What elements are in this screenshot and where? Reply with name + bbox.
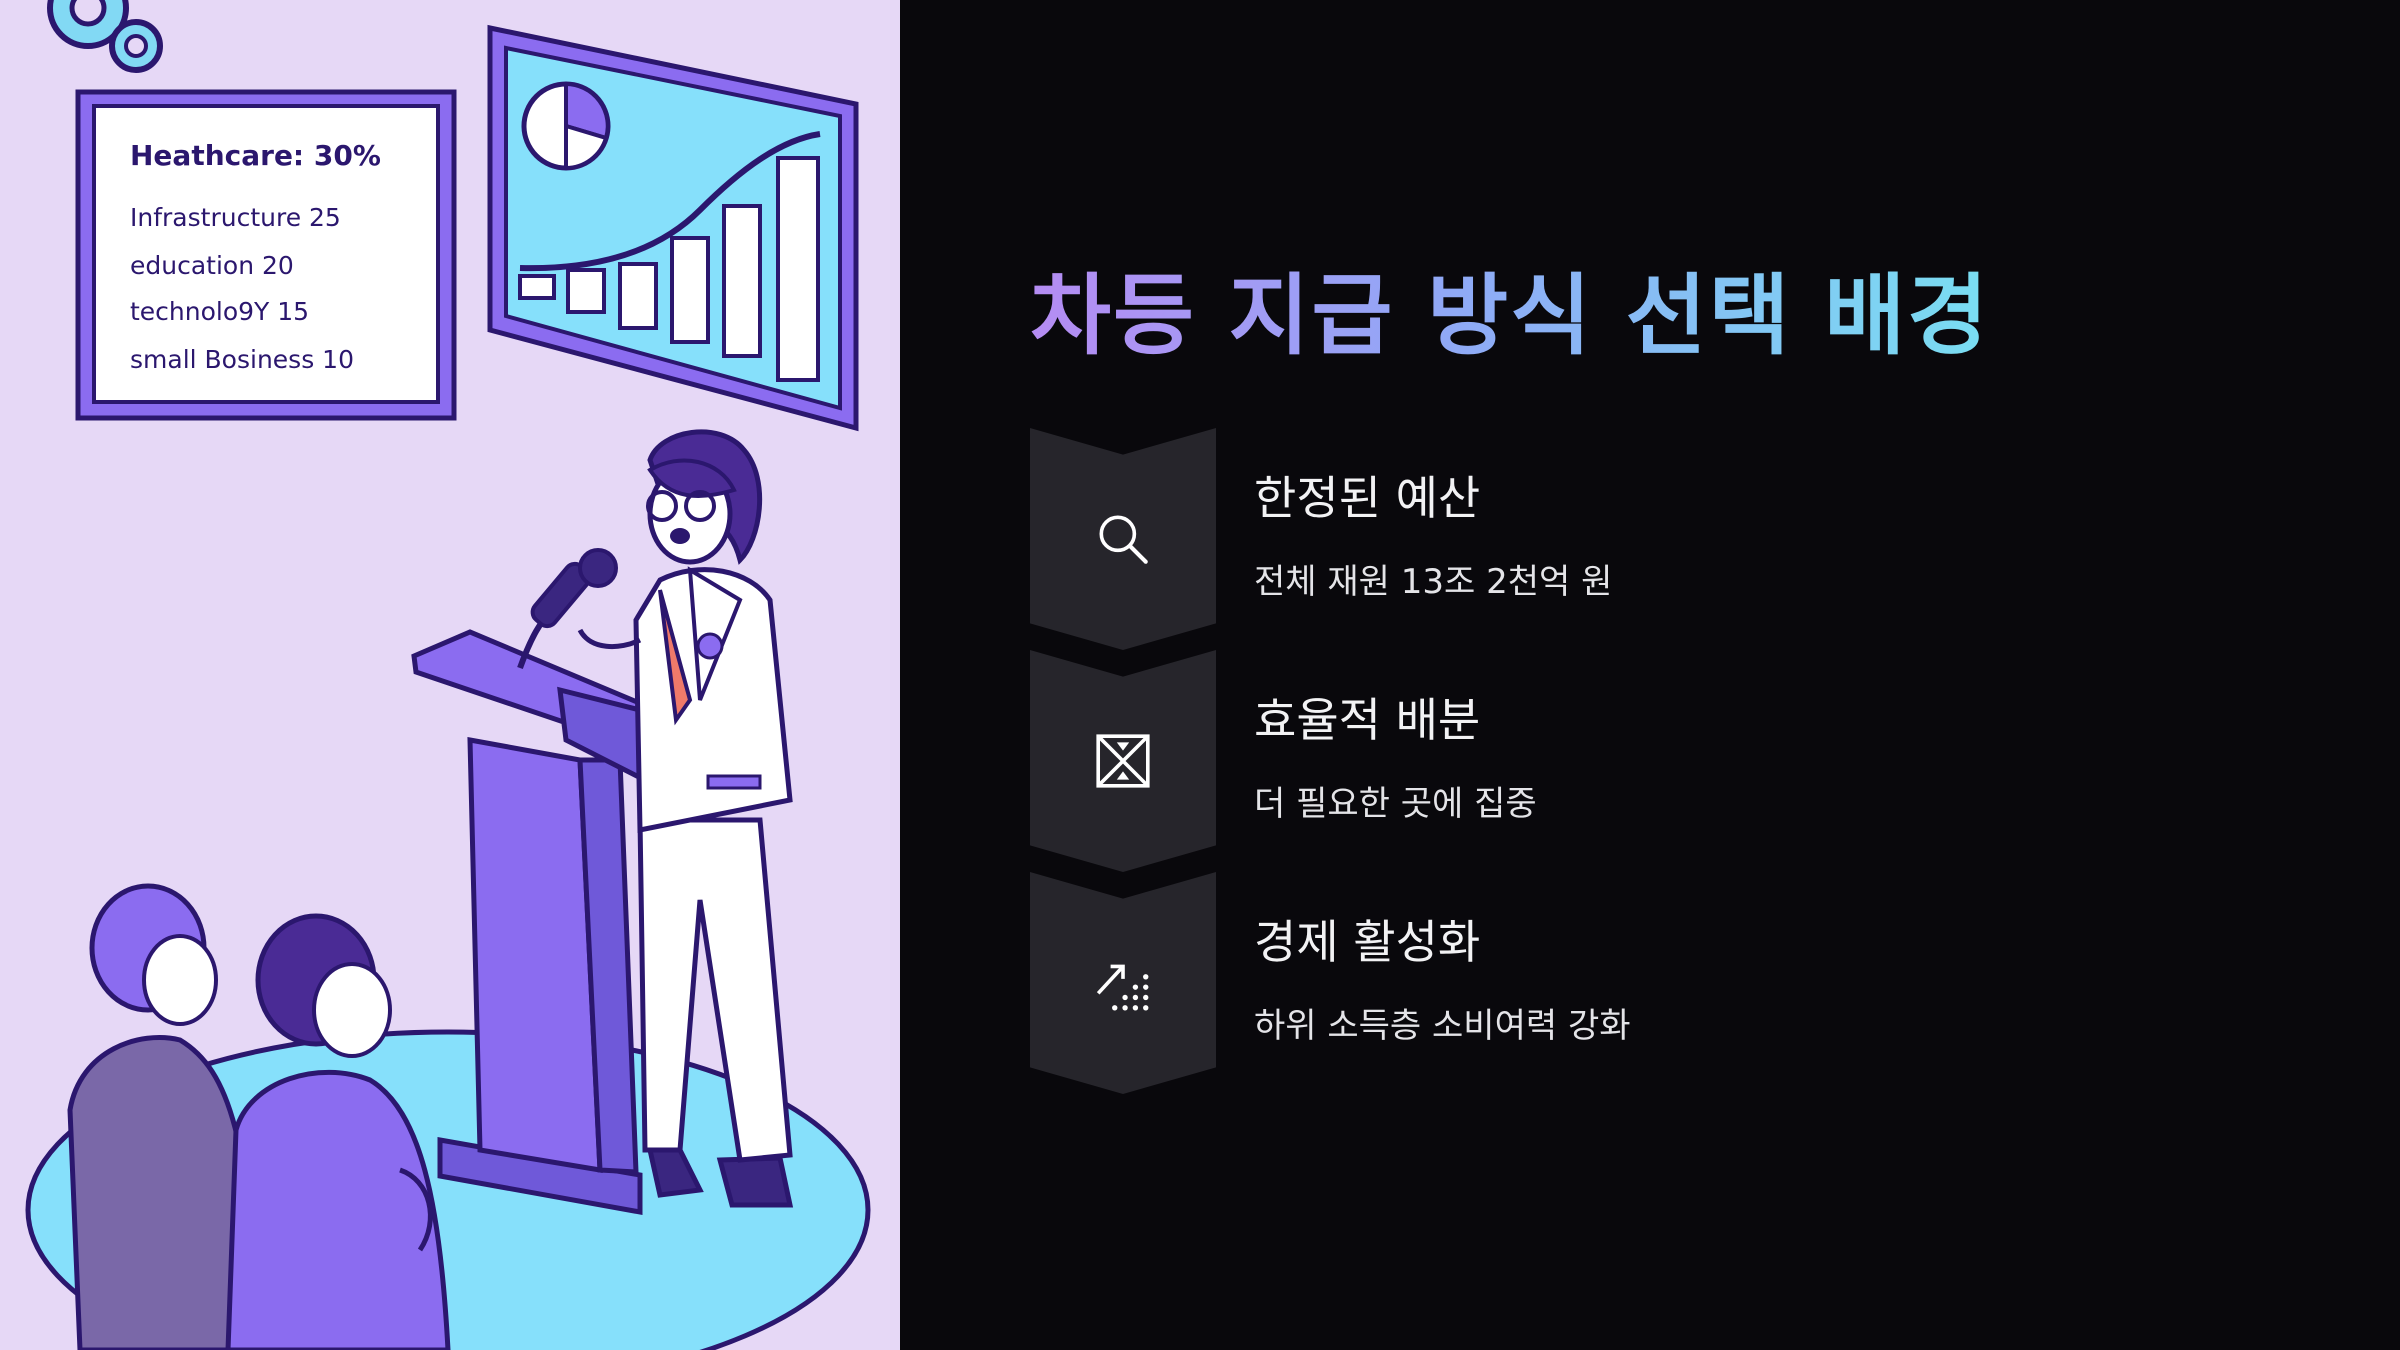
content-panel: 차등 지급 방식 선택 배경 한정된 예산 전체 재원 13조 2천억 원 효율… bbox=[900, 0, 2400, 1350]
distribution-icon bbox=[1096, 734, 1150, 788]
board-line: education 20 bbox=[130, 251, 294, 280]
board-line: small Bosiness 10 bbox=[130, 345, 354, 374]
reason-item-economy: 경제 활성화 하위 소득층 소비여력 강화 bbox=[1030, 872, 2330, 1094]
reason-item-efficiency: 효율적 배분 더 필요한 곳에 집중 bbox=[1030, 650, 2330, 872]
reason-title: 경제 활성화 bbox=[1254, 915, 1481, 969]
reason-item-budget: 한정된 예산 전체 재원 13조 2천억 원 bbox=[1030, 428, 2330, 650]
growth-arrow-icon bbox=[1096, 964, 1149, 1011]
board-heading: Heathcare: 30% bbox=[130, 139, 381, 172]
data-board: Heathcare: 30% Infrastructure 25 educati… bbox=[75, 89, 457, 421]
audience bbox=[67, 883, 451, 1350]
reason-title: 효율적 배분 bbox=[1254, 693, 1481, 747]
board-line: Infrastructure 25 bbox=[130, 203, 341, 232]
podium bbox=[411, 629, 687, 1215]
reason-description: 전체 재원 13조 2천억 원 bbox=[1254, 562, 1613, 602]
presenter bbox=[577, 429, 794, 1208]
chevron-marker bbox=[1030, 872, 1216, 1094]
chevron-marker bbox=[1030, 650, 1216, 872]
presenter-illustration: Heathcare: 30% Infrastructure 25 educati… bbox=[25, 0, 871, 1350]
reason-description: 하위 소득층 소비여력 강화 bbox=[1254, 1006, 1631, 1046]
chart-screen bbox=[487, 24, 859, 432]
chevron-marker bbox=[1030, 428, 1216, 650]
decorative-rings bbox=[47, 0, 163, 73]
illustration-panel: Heathcare: 30% Infrastructure 25 educati… bbox=[0, 0, 900, 1350]
reason-title: 한정된 예산 bbox=[1254, 471, 1481, 525]
slide-title: 차등 지급 방식 선택 배경 bbox=[1030, 245, 1990, 372]
microphone bbox=[517, 548, 618, 670]
search-icon bbox=[1099, 515, 1148, 564]
board-line: technolo9Y 15 bbox=[130, 297, 309, 326]
reason-description: 더 필요한 곳에 집중 bbox=[1254, 784, 1537, 824]
